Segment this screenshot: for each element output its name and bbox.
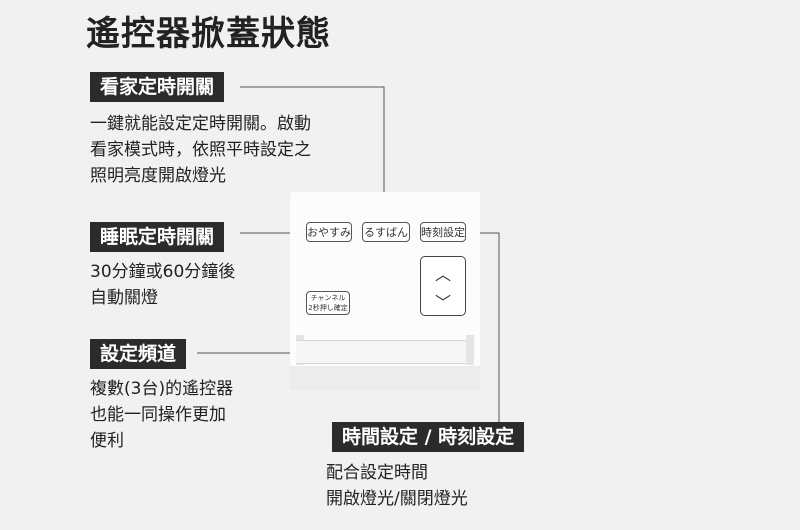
hinge-bar [296, 340, 472, 364]
connector-home-timer [240, 86, 385, 218]
channel-button[interactable]: チャンネル 2秒押し確定 [306, 291, 350, 315]
desc-line: 便利 [90, 431, 124, 451]
page-title: 遙控器掀蓋狀態 [86, 14, 331, 54]
remote-lower-panel [290, 366, 480, 390]
channel-button-label: チャンネル [310, 294, 346, 302]
desc-channel: 複數(3台)的遙控器 也能一同操作更加 便利 [90, 376, 233, 454]
chevron-up-icon[interactable]: ︿ [434, 265, 451, 284]
desc-line: 開啟燈光/關閉燈光 [326, 489, 468, 509]
desc-time-set: 配合設定時間 開啟燈光/關閉燈光 [326, 460, 468, 512]
hinge-right [466, 335, 474, 365]
label-sleep-timer: 睡眠定時開關 [90, 222, 225, 252]
oyasumi-button[interactable]: おやすみ [306, 222, 352, 242]
desc-line: 自動關燈 [90, 288, 158, 308]
chevron-down-icon[interactable]: ﹀ [434, 293, 451, 312]
label-time-set: 時間設定 / 時刻設定 [332, 422, 525, 452]
desc-home-timer: 一鍵就能設定定時開關。啟動 看家模式時，依照平時設定之 照明亮度開啟燈光 [90, 111, 311, 189]
desc-sleep-timer: 30分鐘或60分鐘後 自動關燈 [90, 259, 235, 311]
label-home-timer: 看家定時開關 [90, 72, 225, 102]
desc-line: 照明亮度開啟燈光 [90, 166, 226, 186]
rusuban-button[interactable]: るすばん [362, 222, 410, 242]
remote-control-illustration: おやすみ るすばん 時刻設定 チャンネル 2秒押し確定 ︿ ﹀ [290, 192, 480, 390]
jikoku-settei-button[interactable]: 時刻設定 [420, 222, 466, 242]
desc-line: 複數(3台)的遙控器 [90, 379, 234, 399]
desc-line: 配合設定時間 [326, 463, 428, 483]
desc-line: 一鍵就能設定定時開關。啟動 [90, 114, 311, 134]
desc-line: 看家模式時，依照平時設定之 [90, 140, 311, 160]
label-channel: 設定頻道 [90, 339, 187, 369]
desc-line: 也能一同操作更加 [90, 405, 226, 425]
arrow-rocker[interactable]: ︿ ﹀ [420, 256, 466, 316]
channel-button-sublabel: 2秒押し確定 [308, 304, 348, 312]
desc-line: 30分鐘或60分鐘後 [90, 262, 236, 282]
